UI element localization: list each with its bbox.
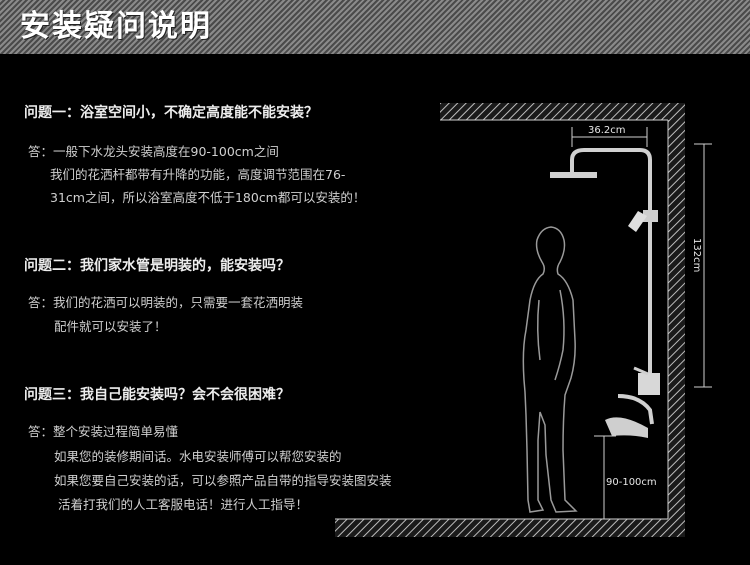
shower-head [550, 172, 597, 178]
faq-question-3: 问题三：我自己能安装吗？会不会很困难？ [24, 387, 290, 403]
page-title: 安装疑问说明 [20, 9, 212, 44]
floor-hatch [335, 519, 685, 537]
shower-fixture [550, 148, 660, 438]
faq-answer-3-line-2: 如果您的装修期间话。水电安装师傅可以帮您安装的 [54, 449, 342, 464]
faq-answer-2-line-2: 配件就可以安装了！ [54, 319, 167, 334]
mixer-valve [638, 373, 660, 395]
faq-answer-1-line-1: 答：一般下水龙头安装高度在90-100cm之间 [28, 144, 279, 159]
width-dimension [571, 127, 648, 147]
faq-answer-3-line-4: 活着打我们的人工客服电话！进行人工指导！ [58, 497, 309, 512]
ceiling-hatch [440, 103, 685, 120]
faq-answer-3-line-3: 如果您要自己安装的话，可以参照产品自带的指导安装图安装 [54, 473, 392, 488]
tap-height-dimension [594, 435, 616, 519]
wall-hatch [668, 103, 685, 537]
header-banner: 安装疑问说明 [0, 0, 750, 54]
tap-height-label: 90-100cm [606, 477, 657, 488]
width-label: 36.2cm [588, 125, 626, 136]
height-dimension [694, 143, 712, 388]
faq-question-1: 问题一：浴室空间小，不确定高度能不能安装？ [24, 105, 318, 121]
height-label: 132cm [691, 238, 702, 272]
faq-answer-1-line-3: 31cm之间，所以浴室高度不低于180cm都可以安装的！ [50, 190, 366, 205]
hand-shower [628, 211, 647, 232]
tub-spout [605, 417, 648, 438]
faq-answer-2-line-1: 答：我们的花洒可以明装的，只需要一套花洒明装 [28, 295, 304, 310]
faq-question-2: 问题二：我们家水管是明装的，能安装吗？ [24, 258, 290, 274]
faq-answer-1-line-2: 我们的花洒杆都带有升降的功能，高度调节范围在76- [50, 167, 346, 182]
faq-answer-3-line-1: 答：整个安装过程简单易懂 [28, 424, 179, 439]
human-silhouette [522, 226, 578, 513]
